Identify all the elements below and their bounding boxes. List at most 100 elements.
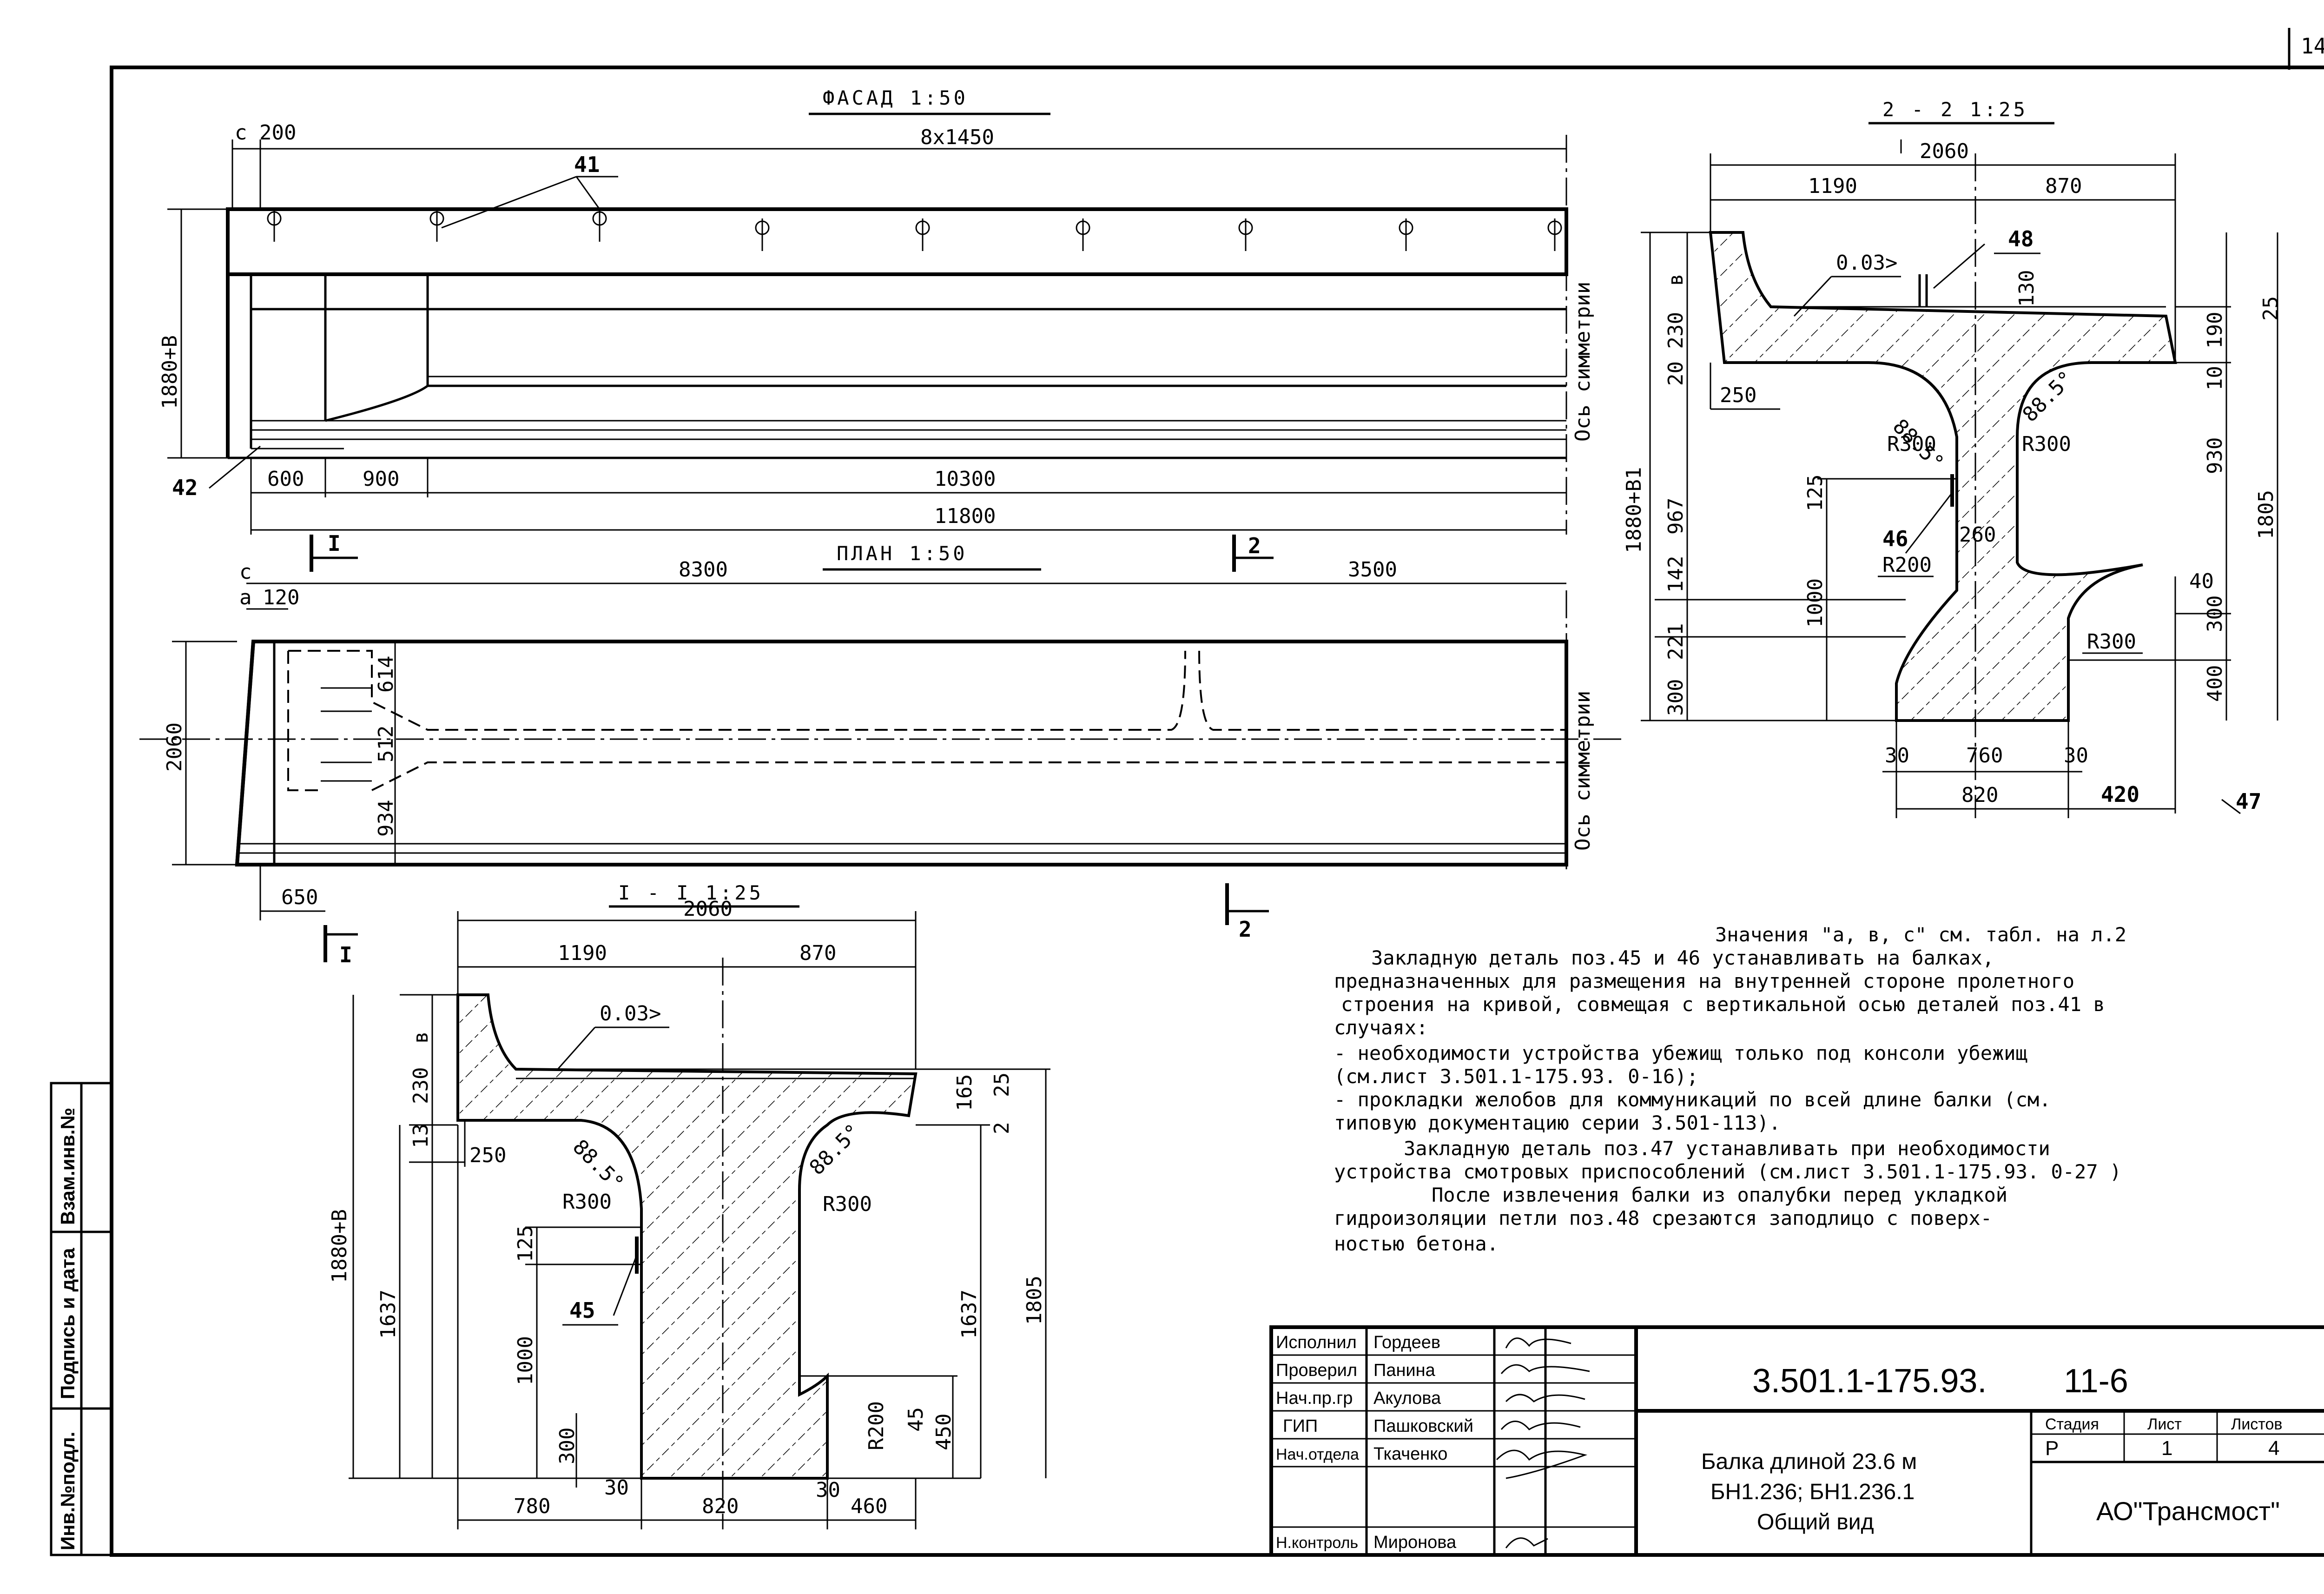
stamp-desc-3: Общий вид (1757, 1510, 1874, 1534)
s22-dim-2060: 2060 (1920, 139, 1969, 163)
note-line-8: - прокладки желобов для коммуникаций по … (1334, 1088, 2051, 1111)
s11-dim-1190: 1190 (558, 941, 607, 965)
s11-dim-1880-B: 1880+В (328, 1209, 351, 1283)
section-mark-I-bottom: I (339, 942, 352, 967)
note-line-7: (см.лист 3.501.1-175.93. 0-16); (1334, 1065, 1698, 1088)
stamp-role-6: Н.контроль (1276, 1534, 1358, 1552)
s22-dim-400: 400 (2203, 665, 2227, 702)
pos-48-label: 48 (2008, 226, 2034, 251)
margin-label-inv: Инв.№подл. (57, 1432, 79, 1550)
margin-label-sign: Подпись и дата (57, 1248, 79, 1399)
stamp-role-1: Исполнил (1276, 1333, 1357, 1352)
note-line-11: устройства смотровых приспособлений (см.… (1334, 1160, 2121, 1183)
stamp-name-6: Миронова (1373, 1533, 1457, 1552)
section-2-2-title: 2 - 2 1:25 (1882, 98, 2028, 121)
facade-dim-10300: 10300 (934, 467, 996, 491)
signatures (1496, 1337, 1590, 1548)
s11-dim-angle-left: 88.5° (568, 1135, 628, 1196)
plan-axis-label: Ось симметрии (1571, 691, 1595, 851)
s11-dim-R300-right: R300 (823, 1192, 872, 1216)
drawing-frame (110, 66, 2324, 1557)
s22-dim-1805: 1805 (2254, 490, 2278, 539)
s22-dim-30-right: 30 (2064, 744, 2088, 767)
s22-dim-190: 190 (2203, 312, 2227, 349)
stamp-desc-1: Балка длиной 23.6 м (1701, 1449, 1917, 1474)
plan-dim-c: c (239, 560, 252, 584)
s11-dim-450: 450 (932, 1414, 956, 1450)
s22-dim-130: 130 (2015, 270, 2039, 307)
s11-dim-25: 25 (990, 1072, 1014, 1097)
section-2-2: 2 - 2 1:25 2060 1190 870 0.03> 48 в 20 2… (1622, 98, 2283, 818)
s22-dim-10: 10 (2203, 366, 2227, 390)
note-line-14: ностью бетона. (1334, 1232, 1499, 1255)
s11-dim-250: 250 (469, 1144, 506, 1167)
s22-dim-125: 125 (1803, 475, 1827, 511)
s22-dim-967: 967 (1664, 498, 1688, 535)
plan-view: ПЛАН 1:50 8300 3500 c a 120 2060 614 512… (139, 542, 1627, 920)
stamp-role-3: Нач.пр.гр (1276, 1389, 1353, 1408)
stamp-sheets: 4 (2268, 1437, 2279, 1460)
stamp-sheet-header: Лист (2147, 1415, 2182, 1433)
title-block: Исполнил Проверил Нач.пр.гр ГИП Нач.отде… (1269, 1325, 2324, 1557)
s22-dim-v: в (1664, 274, 1688, 286)
section-1-1-title: I - I 1:25 (618, 881, 764, 904)
stamp-stage-header: Стадия (2045, 1415, 2099, 1433)
facade-axis-label: Ось симметрии (1571, 282, 1595, 442)
s22-dim-slope: 0.03> (1836, 251, 1897, 275)
s11-dim-1000: 1000 (514, 1336, 537, 1385)
plan-dim-3500: 3500 (1348, 558, 1397, 582)
s11-dim-30-left: 30 (604, 1476, 629, 1500)
s11-dim-45: 45 (904, 1407, 928, 1432)
facade-dim-11800: 11800 (934, 504, 996, 528)
s11-dim-125: 125 (514, 1225, 537, 1262)
margin-label-replace: Взам.инв.№ (57, 1108, 79, 1225)
s22-dim-1190: 1190 (1808, 174, 1857, 198)
s22-dim-260: 260 (1959, 523, 1996, 547)
s22-dim-20-230: 20 230 (1664, 312, 1688, 386)
stamp-role-4: ГИП (1283, 1416, 1318, 1436)
stamp-name-4: Пашковский (1373, 1416, 1473, 1436)
s11-dim-v: в (409, 1032, 433, 1044)
s11-dim-2060: 2060 (683, 897, 733, 921)
s11-dim-870: 870 (799, 941, 836, 965)
plan-dim-934: 934 (374, 800, 398, 837)
facade-dim-height: 1880+В (158, 335, 182, 409)
s11-dim-1637-right: 1637 (957, 1290, 981, 1339)
s22-dim-250: 250 (1720, 384, 1756, 407)
note-line-6: - необходимости устройства убежищ только… (1334, 1042, 2027, 1065)
s22-dim-40: 40 (2189, 569, 2214, 593)
facade-dim-8x1450: 8x1450 (920, 126, 994, 149)
stamp-sheets-header: Листов (2231, 1415, 2282, 1433)
note-line-3: предназначенных для размещения на внутре… (1334, 970, 2074, 992)
stamp-desc-2: БН1.236; БН1.236.1 (1710, 1480, 1915, 1504)
note-line-12: После извлечения балки из опалубки перед… (1432, 1184, 2007, 1206)
stamp-sheet-code: 11-6 (2064, 1363, 2128, 1400)
plan-dim-2060: 2060 (163, 722, 186, 772)
s22-dim-142: 142 (1664, 556, 1688, 593)
stamp-company: АО"Трансмост" (2096, 1496, 2280, 1526)
note-line-2: Закладную деталь поз.45 и 46 устанавлива… (1371, 946, 1994, 969)
facade-view: ФАСАД 1:50 c 200 8x1450 (158, 86, 1595, 535)
margin-strip: Взам.инв.№ Подпись и дата Инв.№подл. (50, 1082, 113, 1556)
s22-dim-R200: R200 (1882, 553, 1932, 577)
note-line-13: гидроизоляции петли поз.48 срезаются зап… (1334, 1207, 1992, 1230)
stamp-name-3: Акулова (1373, 1389, 1441, 1408)
stamp-sheet: 1 (2161, 1437, 2172, 1460)
note-line-9: типовую документацию серии 3.501-113). (1334, 1111, 1781, 1134)
section-marks: I I 2 2 (310, 531, 1274, 967)
note-line-5: случаях: (1334, 1016, 1428, 1039)
s22-dim-221: 221 (1664, 623, 1688, 660)
stamp-name-1: Гордеев (1373, 1333, 1440, 1352)
s22-dim-820: 820 (1961, 783, 1998, 807)
s11-dim-230: 230 (409, 1067, 433, 1104)
section-mark-I-top: I (328, 531, 341, 556)
section-mark-2-top: 2 (1248, 533, 1261, 558)
s11-dim-2: 2 (990, 1122, 1014, 1135)
stamp-stage: Р (2045, 1437, 2059, 1460)
s11-dim-300: 300 (555, 1428, 579, 1464)
s11-dim-820: 820 (702, 1495, 739, 1518)
s11-dim-13: 13 (409, 1124, 433, 1148)
s22-dim-30-left: 30 (1885, 744, 1909, 767)
section-mark-2-bottom: 2 (1239, 917, 1252, 942)
